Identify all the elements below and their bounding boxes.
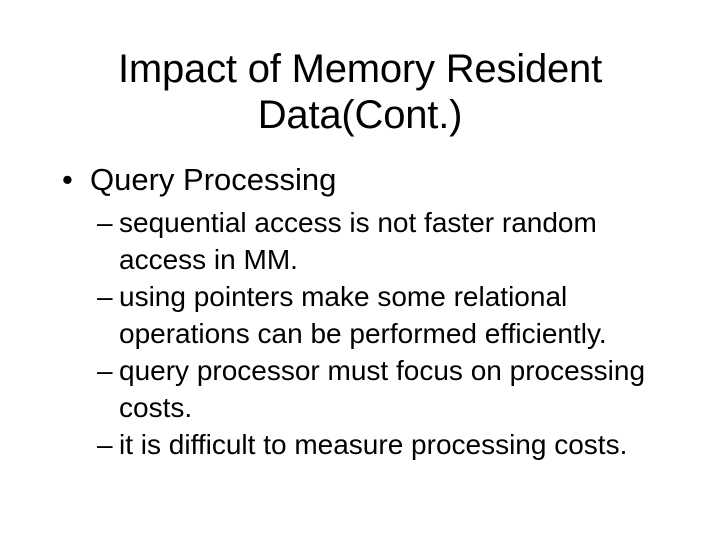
bullet-level1-query-processing: • Query Processing bbox=[54, 160, 684, 200]
sub-bullet-label: query processor must focus on processing… bbox=[119, 355, 646, 423]
bullet-dash-icon: – bbox=[97, 207, 113, 238]
page-title: Impact of Memory Resident Data(Cont.) bbox=[36, 46, 684, 138]
bullet-level1-label: Query Processing bbox=[90, 162, 337, 197]
bullet-dash-icon: – bbox=[97, 355, 113, 386]
bullet-dash-icon: – bbox=[97, 281, 113, 312]
sub-bullet-label: it is difficult to measure processing co… bbox=[119, 429, 628, 460]
bullet-dash-icon: – bbox=[97, 429, 113, 460]
sub-bullet-list: – sequential access is not faster random… bbox=[54, 204, 684, 463]
slide-body: • Query Processing – sequential access i… bbox=[54, 160, 684, 463]
sub-bullet-label: using pointers make some relational oper… bbox=[119, 281, 607, 349]
list-item: – using pointers make some relational op… bbox=[54, 278, 684, 352]
list-item: – query processor must focus on processi… bbox=[54, 352, 684, 426]
page-title-line-2: Data(Cont.) bbox=[257, 93, 463, 137]
page-title-line-1: Impact of Memory Resident bbox=[117, 47, 603, 91]
sub-bullet-label: sequential access is not faster random a… bbox=[119, 207, 597, 275]
bullet-dot-icon: • bbox=[62, 162, 73, 197]
list-item: – it is difficult to measure processing … bbox=[54, 426, 684, 463]
list-item: – sequential access is not faster random… bbox=[54, 204, 684, 278]
